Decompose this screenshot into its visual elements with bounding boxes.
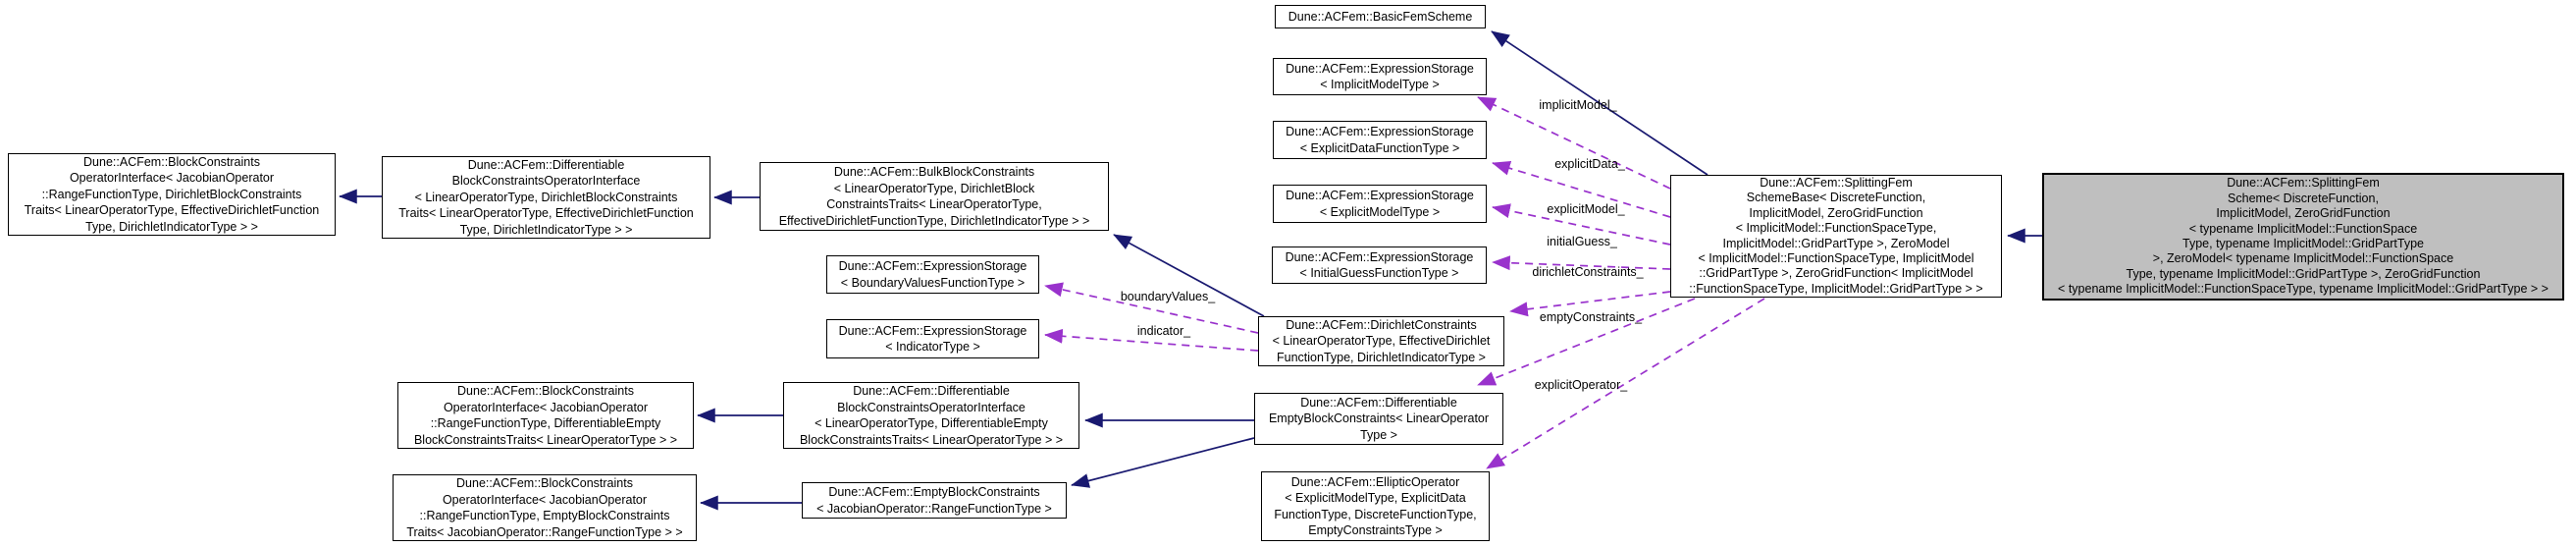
node-label: Dune::ACFem::SplittingFem Scheme< Discre…	[2058, 176, 2549, 297]
node-elliptic-operator[interactable]: Dune::ACFem::EllipticOperator < Explicit…	[1261, 471, 1490, 541]
node-label: Dune::ACFem::ExpressionStorage < Implici…	[1286, 61, 1474, 92]
node-expression-storage-indicator[interactable]: Dune::ACFem::ExpressionStorage < Indicat…	[826, 319, 1039, 358]
edge-label-dirichlet-constraints: dirichletConstraints_	[1532, 265, 1644, 279]
node-block-constraints-operator-interface-dirichlet[interactable]: Dune::ACFem::BlockConstraints OperatorIn…	[8, 153, 336, 236]
node-label: Dune::ACFem::BulkBlockConstraints < Line…	[778, 165, 1090, 228]
node-label: Dune::ACFem::EmptyBlockConstraints < Jac…	[816, 485, 1052, 516]
node-splitting-fem-scheme-base[interactable]: Dune::ACFem::SplittingFem SchemeBase< Di…	[1670, 175, 2002, 298]
edge-usage-initial-guess	[1492, 255, 1671, 271]
node-label: Dune::ACFem::ExpressionStorage < Initial…	[1285, 249, 1474, 281]
edge-usage-empty-constraints	[1477, 298, 1696, 386]
edge-inheritance-dirichlet-to-bulk	[1113, 234, 1265, 317]
node-block-constraints-operator-interface-empty[interactable]: Dune::ACFem::BlockConstraints OperatorIn…	[393, 474, 697, 541]
node-differentiable-block-constraints-operator-interface-dirichlet[interactable]: Dune::ACFem::Differentiable BlockConstra…	[382, 156, 710, 239]
node-expression-storage-explicit-model[interactable]: Dune::ACFem::ExpressionStorage < Explici…	[1273, 185, 1487, 223]
node-label: Dune::ACFem::Differentiable BlockConstra…	[799, 384, 1064, 447]
node-label: Dune::ACFem::EllipticOperator < Explicit…	[1274, 474, 1477, 538]
node-label: Dune::ACFem::ExpressionStorage < Boundar…	[838, 259, 1027, 290]
edge-label-explicit-operator: explicitOperator_	[1534, 378, 1628, 392]
edge-label-explicit-model: explicitModel_	[1547, 202, 1625, 216]
node-label: Dune::ACFem::BlockConstraints OperatorIn…	[413, 384, 678, 447]
edge-label-explicit-data: explicitData_	[1554, 157, 1625, 171]
node-label: Dune::ACFem::BlockConstraints OperatorIn…	[24, 154, 320, 234]
node-label: Dune::ACFem::Differentiable EmptyBlockCo…	[1268, 395, 1490, 442]
node-empty-block-constraints[interactable]: Dune::ACFem::EmptyBlockConstraints < Jac…	[802, 482, 1067, 519]
node-label: Dune::ACFem::BasicFemScheme	[1288, 9, 1473, 24]
node-label: Dune::ACFem::ExpressionStorage < Explici…	[1286, 189, 1474, 219]
node-splitting-fem-scheme-current[interactable]: Dune::ACFem::SplittingFem Scheme< Discre…	[2042, 173, 2564, 301]
node-label: Dune::ACFem::DirichletConstraints < Line…	[1272, 317, 1491, 364]
node-label: Dune::ACFem::Differentiable BlockConstra…	[398, 157, 694, 237]
edge-usage-explicit-model	[1492, 203, 1671, 246]
node-differentiable-block-constraints-operator-interface-empty[interactable]: Dune::ACFem::Differentiable BlockConstra…	[783, 382, 1079, 449]
node-label: Dune::ACFem::BlockConstraints OperatorIn…	[406, 476, 683, 539]
node-label: Dune::ACFem::ExpressionStorage < Indicat…	[838, 323, 1027, 355]
node-expression-storage-initial-guess[interactable]: Dune::ACFem::ExpressionStorage < Initial…	[1272, 247, 1487, 284]
node-expression-storage-implicit-model[interactable]: Dune::ACFem::ExpressionStorage < Implici…	[1273, 58, 1487, 95]
edge-label-initial-guess: initialGuess_	[1547, 235, 1617, 248]
edge-inheritance-base-to-basicfem	[1491, 30, 1709, 176]
edge-usage-explicit-data	[1492, 161, 1671, 218]
node-differentiable-empty-block-constraints[interactable]: Dune::ACFem::Differentiable EmptyBlockCo…	[1254, 393, 1503, 445]
node-dirichlet-constraints[interactable]: Dune::ACFem::DirichletConstraints < Line…	[1258, 316, 1504, 366]
node-basic-fem-scheme[interactable]: Dune::ACFem::BasicFemScheme	[1275, 5, 1486, 28]
node-bulk-block-constraints[interactable]: Dune::ACFem::BulkBlockConstraints < Line…	[760, 162, 1109, 231]
node-expression-storage-explicit-data[interactable]: Dune::ACFem::ExpressionStorage < Explici…	[1273, 121, 1487, 159]
edge-label-empty-constraints: emptyConstraints_	[1539, 310, 1643, 324]
edge-usage-boundary-values	[1044, 282, 1259, 334]
node-label: Dune::ACFem::SplittingFem SchemeBase< Di…	[1689, 175, 1983, 296]
edge-usage-dirichlet-constraints	[1509, 291, 1671, 317]
node-label: Dune::ACFem::ExpressionStorage < Explici…	[1286, 125, 1474, 155]
edge-inheritance-debc-to-emptybc	[1071, 437, 1255, 488]
edge-label-indicator: indicator_	[1136, 324, 1191, 338]
node-expression-storage-boundary-values[interactable]: Dune::ACFem::ExpressionStorage < Boundar…	[826, 255, 1039, 294]
node-block-constraints-operator-interface-differentiable-empty[interactable]: Dune::ACFem::BlockConstraints OperatorIn…	[397, 382, 694, 449]
edge-label-boundary-values: boundaryValues_	[1120, 290, 1216, 303]
edge-label-implicit-model: implicitModel_	[1539, 98, 1617, 112]
